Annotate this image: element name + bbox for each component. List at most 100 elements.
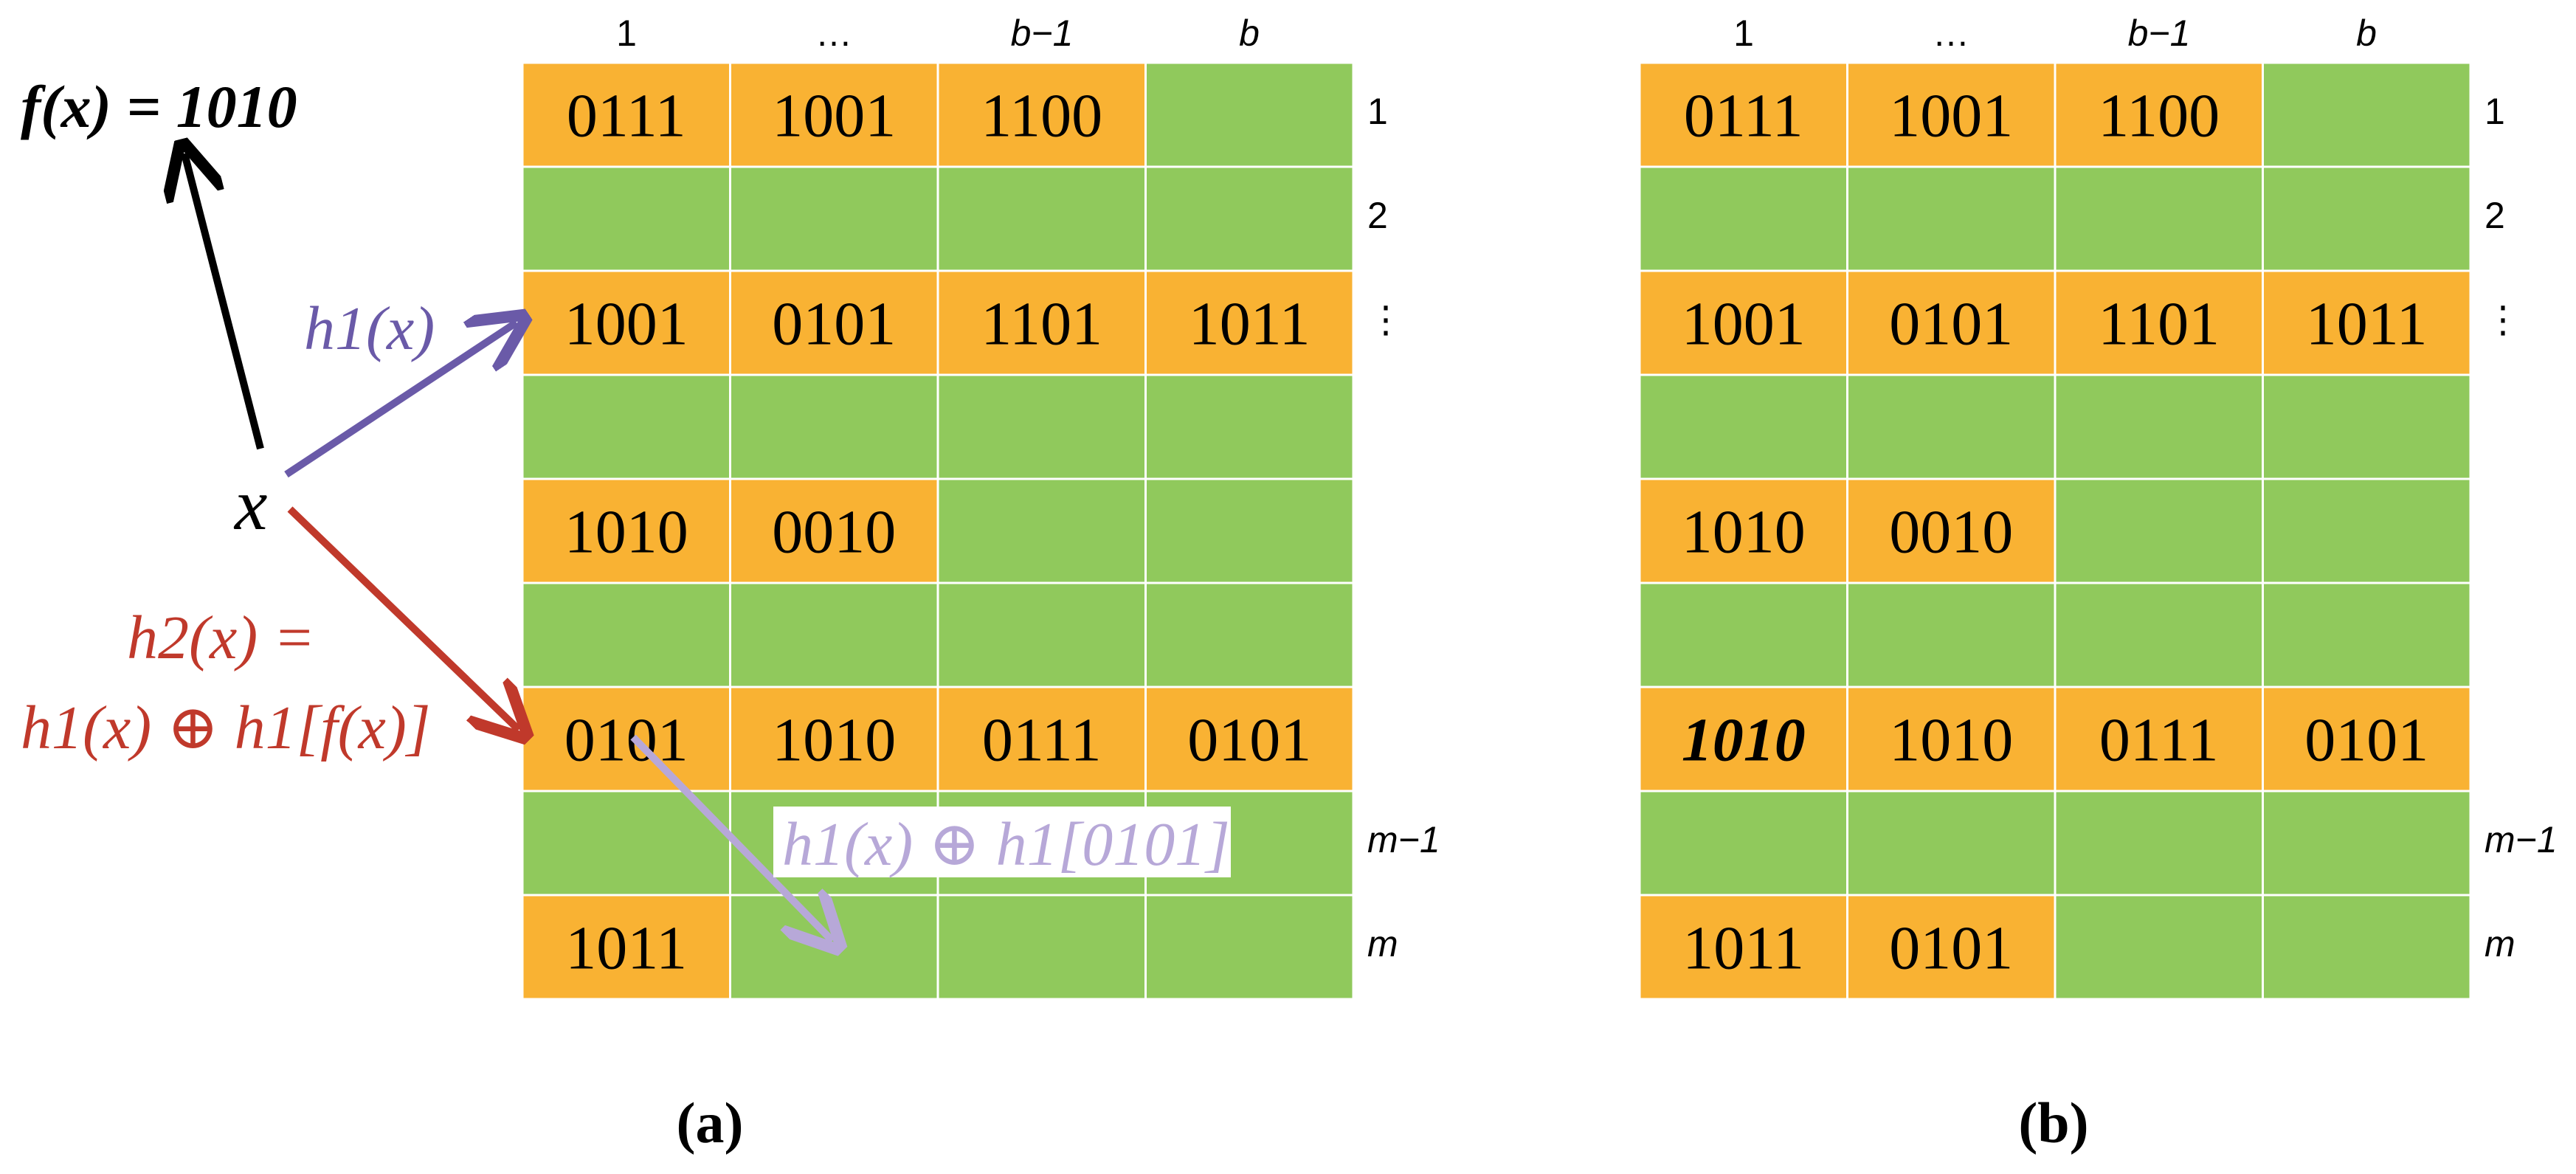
bucket-slot-filled [729,269,939,376]
bucket-slot-filled [521,894,731,1001]
fingerprint-value: 0101 [1187,706,1311,775]
bucket-slot-filled [729,477,939,584]
relocate-label: h1(x) ⊕ h1[0101] [782,810,1230,879]
panel-a-label: (a) [677,1091,744,1155]
bucket-slot-empty [1638,373,1848,480]
bucket-slot-empty [729,581,939,688]
bucket-slot-empty [1144,61,1355,168]
h2-label-line2: h1(x) ⊕ h1[f(x)] [21,694,431,762]
bucket-slot-empty [2054,790,2264,897]
fingerprint-value: 0010 [1889,498,2013,567]
bucket-slot-filled [936,686,1147,793]
h2-arrow [287,506,519,730]
row-label-1: 1 [2485,91,2505,132]
fingerprint-value: 1101 [2098,290,2220,359]
bucket-slot-empty [729,373,939,480]
col-header-b-minus-1: b−1 [1011,13,1074,54]
row-label-2: 2 [1367,195,1388,236]
bucket-slot-empty [2054,581,2264,688]
bucket-slot-filled [1846,269,2057,376]
row-label-vdots: ⋮ [1367,299,1404,340]
fingerprint-value: 1010 [772,706,896,775]
col-header-ellipsis: … [1933,13,1969,54]
row-label-1: 1 [1367,91,1388,132]
fingerprint-value: 1100 [2098,82,2220,151]
bucket-slot-filled [2054,61,2264,168]
fingerprint-value: 0111 [1684,82,1803,151]
fingerprint-value: 0101 [1889,914,2013,983]
bucket-slot-empty [2262,581,2472,688]
col-header-b: b [1239,13,1260,54]
bucket-slot-empty [936,373,1147,480]
bucket-slot-empty [729,894,939,1001]
bucket-slot-empty [729,165,939,272]
relocate-arrow [630,734,832,941]
bucket-slot-empty [2262,61,2472,168]
panel-b-column-headers: 1 … b−1 b [1733,13,2377,54]
bucket-slot-empty [1144,373,1355,480]
bucket-slot-filled [1846,477,2057,584]
h1-arrow [284,322,517,478]
bucket-slot-filled [521,686,731,793]
bucket-slot-filled [1638,269,1848,376]
h2-label-line1: h2(x) = [127,604,315,672]
bucket-slot-filled [1846,61,2057,168]
bucket-slot-empty [2054,165,2264,272]
bucket-slot-empty [521,373,731,480]
bucket-slot-empty [1144,894,1355,1001]
fingerprint-value: 1011 [2306,290,2428,359]
bucket-slot-filled [2262,269,2472,376]
f-of-x-label: f(x) = 1010 [21,73,297,140]
bucket-slot-empty [2054,373,2264,480]
bucket-slot-filled [1846,686,2057,793]
bucket-slot-filled [1638,61,1848,168]
bucket-slot-empty [2262,790,2472,897]
fingerprint-value: 1011 [565,914,687,983]
col-header-ellipsis: … [815,13,852,54]
bucket-slot-empty [1144,165,1355,272]
bucket-slot-empty [1846,165,2057,272]
f-arrow [184,153,264,450]
fingerprint-value: 1001 [1682,290,1806,359]
row-label-m-minus-1: m−1 [2485,819,2558,860]
row-label-m: m [2485,923,2515,964]
fingerprint-value: 1010 [564,498,688,567]
bucket-slot-empty [1144,581,1355,688]
bucket-slot-filled [2054,269,2264,376]
fingerprint-value: 1010 [1682,498,1806,567]
bucket-slot-empty [936,477,1147,584]
bucket-slot-empty [2054,894,2264,1001]
bucket-slot-filled [1638,894,1848,1001]
col-header-1: 1 [616,13,637,54]
fingerprint-value: 1001 [772,82,896,151]
row-label-m: m [1367,923,1398,964]
panel-b-label: (b) [2018,1091,2088,1155]
fingerprint-value: 0101 [1889,290,2013,359]
bucket-slot-empty [936,581,1147,688]
bucket-slot-filled [1144,686,1355,793]
fingerprint-value: 0111 [982,706,1102,775]
bucket-slot-empty [1638,165,1848,272]
bucket-slot-filled [1638,686,1848,793]
col-header-1: 1 [1733,13,1754,54]
fingerprint-value: 1010 [1682,706,1806,775]
col-header-b: b [2356,13,2377,54]
fingerprint-value: 1100 [981,82,1102,151]
bucket-slot-filled [729,61,939,168]
bucket-slot-empty [1144,477,1355,584]
bucket-slot-filled [1144,269,1355,376]
fingerprint-value: 1011 [1189,290,1311,359]
fingerprint-value: 0101 [2304,706,2428,775]
bucket-slot-filled [521,477,731,584]
fingerprint-value: 1101 [981,290,1102,359]
row-label-2: 2 [2485,195,2505,236]
panel-a-column-headers: 1 … b−1 b [616,13,1260,54]
bucket-slot-filled [1846,894,2057,1001]
bucket-slot-empty [2262,894,2472,1001]
bucket-slot-filled [729,686,939,793]
row-label-vdots: ⋮ [2485,299,2521,340]
